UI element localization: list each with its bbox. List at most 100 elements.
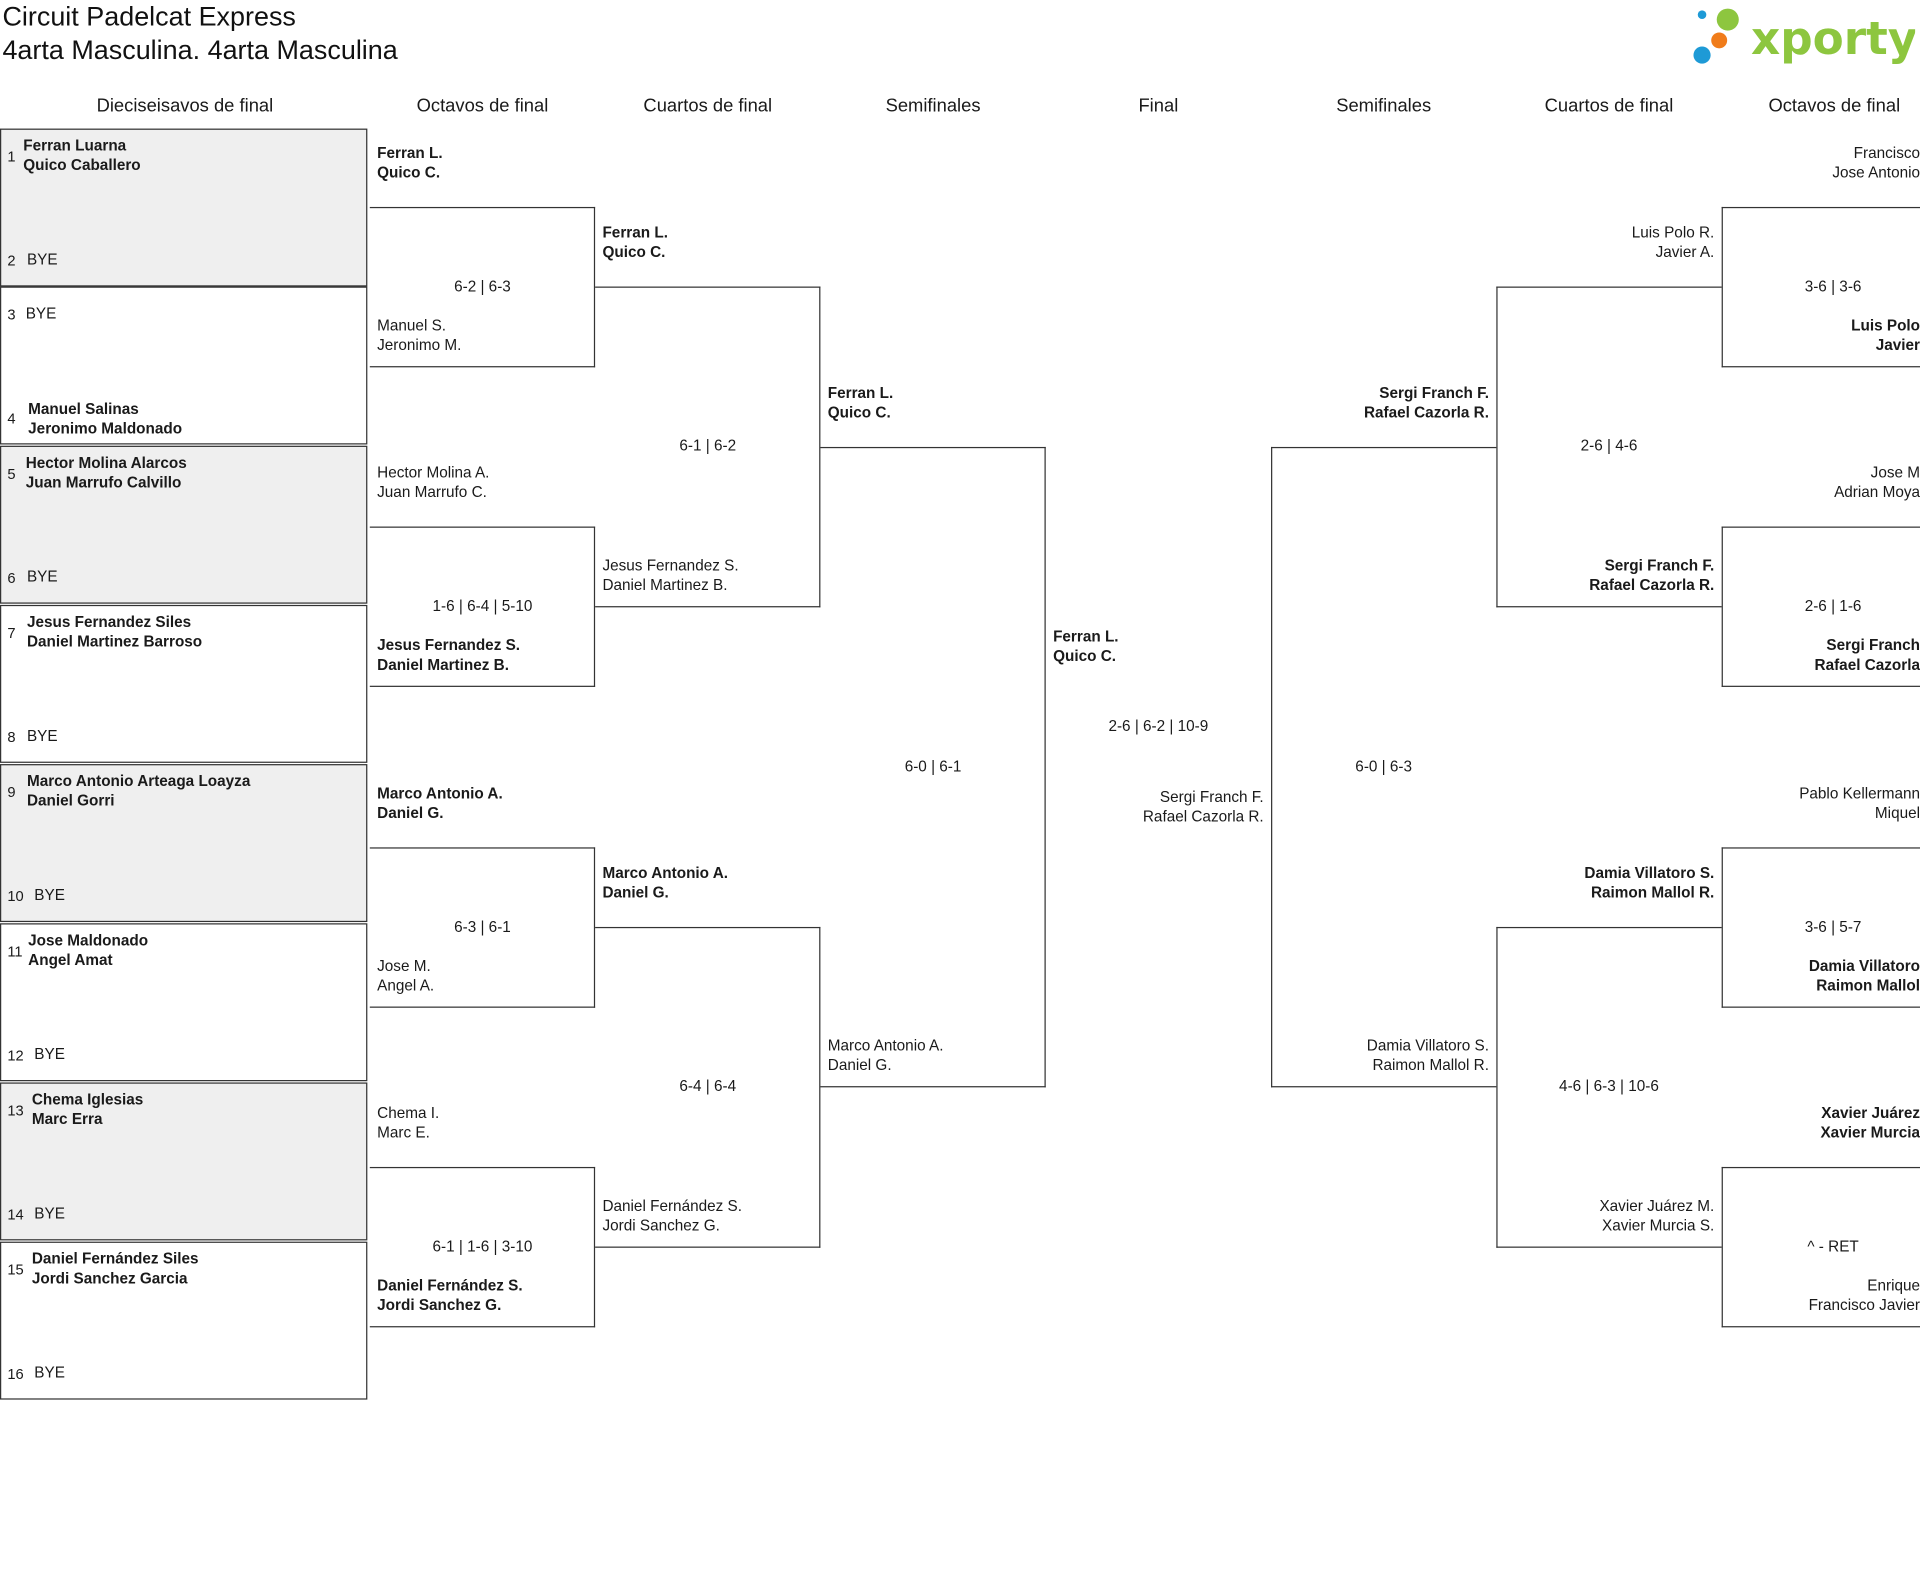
seed-number: 3 [7,306,16,324]
match-score: 2-6 | 1-6 [1804,596,1862,615]
round-header-sf-right: Semifinales [1336,95,1432,117]
round-header-qf-right: Cuartos de final [1544,95,1674,117]
team-name: BYE [34,1204,65,1223]
round-header-sf-left: Semifinales [885,95,981,117]
match-sf-right[interactable] [1271,446,1497,1088]
match-score: 6-0 | 6-1 [904,757,962,775]
match-score: 4-6 | 6-3 | 10-6 [1559,1077,1659,1095]
seed-number: 1 [7,148,16,166]
team-name: Ferran L.Quico C. [377,144,443,181]
team-name: Jose M.Angel A. [377,957,435,994]
team-name: BYE [26,568,58,586]
team-name: Daniel Fernández S.Jordi Sanchez G. [377,1277,523,1314]
round-header-qf-left: Cuartos de final [643,95,773,117]
team-name: BYE [34,1045,65,1063]
team-name: Jesus Fernandez S.Daniel Martinez B. [377,636,521,673]
team-name: Jesus Fernandez S.Daniel Martinez B. [602,557,739,594]
team-name: Sergi Franch F.Rafael Cazorla R. [1142,788,1264,825]
round-header-r16-left: Octavos de final [416,95,549,117]
match-score: 6-1 | 6-2 [679,437,737,455]
seed-number: 11 [7,942,23,961]
round-header-final: Final [1138,95,1179,117]
seed-number: 14 [7,1206,24,1224]
team-name: Ferran L.Quico C. [827,384,894,421]
team-name: Marco Antonio A.Daniel G. [827,1037,944,1074]
team-name: Ferran L.Quico C. [602,224,668,261]
round-header-r32: Dieciseisavos de final [96,95,274,117]
match-r16-left[interactable] [369,1166,596,1328]
match-r16-right[interactable] [1721,1166,1920,1328]
team-name: BYE [25,304,57,323]
category-title: 4arta Masculina. 4arta Masculina [2,34,398,65]
match-qf-left[interactable] [595,286,821,608]
team-name: Hector Molina A.Juan Marrufo C. [377,464,490,501]
tournament-title: Circuit Padelcat Express [2,1,296,32]
xporty-logo: xporty [1693,8,1915,65]
match-sf-left[interactable] [820,446,1046,1088]
match-qf-right[interactable] [1496,286,1722,608]
seed-number: 10 [7,887,24,905]
team-name: Sergi Franch F.Rafael Cazorla R. [1363,384,1489,421]
seed-number: 6 [7,569,16,587]
match-r16-left[interactable] [369,847,596,1008]
match-score: 3-6 | 5-7 [1804,917,1862,935]
seed-number: 9 [7,783,16,801]
team-name: Damia Villatoro S.Raimon Mallol R. [1366,1037,1489,1074]
seed-number: 15 [7,1261,24,1279]
match-r16-right[interactable] [1721,526,1920,687]
match-score: ^ - RET [1807,1237,1859,1255]
seed-number: 13 [7,1102,24,1120]
match-score: 3-6 | 3-6 [1804,277,1862,295]
match-r16-left[interactable] [369,206,596,368]
match-qf-right[interactable] [1496,926,1722,1248]
team-name: Ferran L.Quico C. [1053,628,1119,665]
team-name: Damia Villatoro S.Raimon Mallol R. [1584,864,1715,901]
team-name: BYE [34,1364,65,1382]
match-qf-left[interactable] [595,926,821,1248]
team-name: Marco Antonio A.Daniel G. [377,784,503,822]
seed-number: 8 [7,728,16,746]
team-name: Sergi Franch F.Rafael Cazorla R. [1589,557,1715,594]
seed-number: 16 [7,1365,24,1383]
match-score: 6-3 | 6-1 [454,917,511,935]
seed-number: 5 [7,465,16,483]
round-header-r16-right: Octavos de final [1768,95,1901,117]
match-score: 6-0 | 6-3 [1355,757,1413,775]
team-name: BYE [34,886,65,904]
seed-number: 2 [7,252,16,270]
team-name: BYE [26,251,58,269]
match-score: 6-4 | 6-4 [679,1077,737,1095]
match-r16-right[interactable] [1721,206,1920,368]
match-score: 6-2 | 6-3 [454,277,511,295]
match-score: 6-1 | 1-6 | 3-10 [432,1237,533,1255]
team-name: BYE [26,727,58,745]
svg-text:xporty: xporty [1751,12,1915,65]
match-r16-left[interactable] [369,526,596,687]
match-r16-right[interactable] [1721,847,1920,1008]
team-name: Marco Antonio A.Daniel G. [602,864,729,901]
team-name: Chema I.Marc E. [377,1104,440,1141]
